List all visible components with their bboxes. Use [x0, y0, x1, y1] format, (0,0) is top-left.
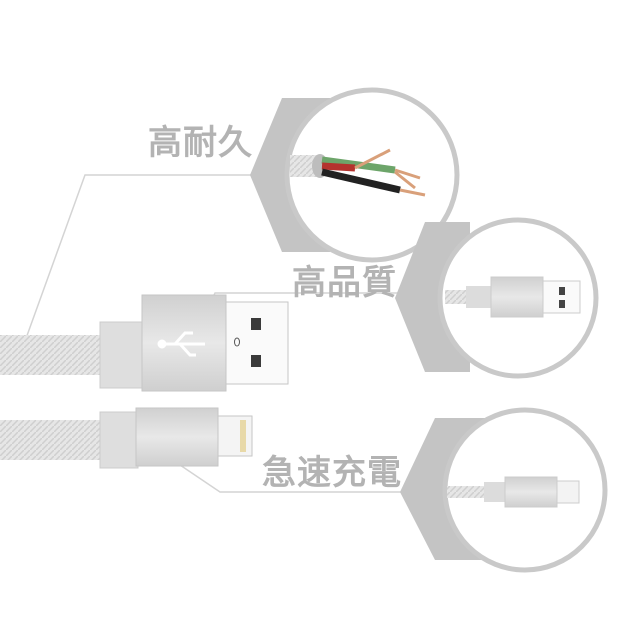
leader-line-charging: [179, 464, 405, 493]
leader-line-durability: [19, 174, 260, 356]
callout-durability: [250, 87, 460, 263]
callout-charging: [400, 407, 608, 573]
feature-label-durability: 高耐久: [148, 123, 253, 163]
feature-label-fast-charging: 急速充電: [262, 453, 402, 493]
wire-cross-section-icon: [290, 148, 426, 197]
lightning-cable: [0, 407, 253, 469]
usb-symbol-icon: [157, 331, 205, 357]
callout-quality: [395, 217, 599, 379]
usb-cable: [0, 294, 289, 392]
usb-connector-small-icon: [445, 276, 581, 318]
lightning-connector-small-icon: [447, 476, 580, 508]
feature-label-quality: 高品質: [292, 263, 397, 303]
